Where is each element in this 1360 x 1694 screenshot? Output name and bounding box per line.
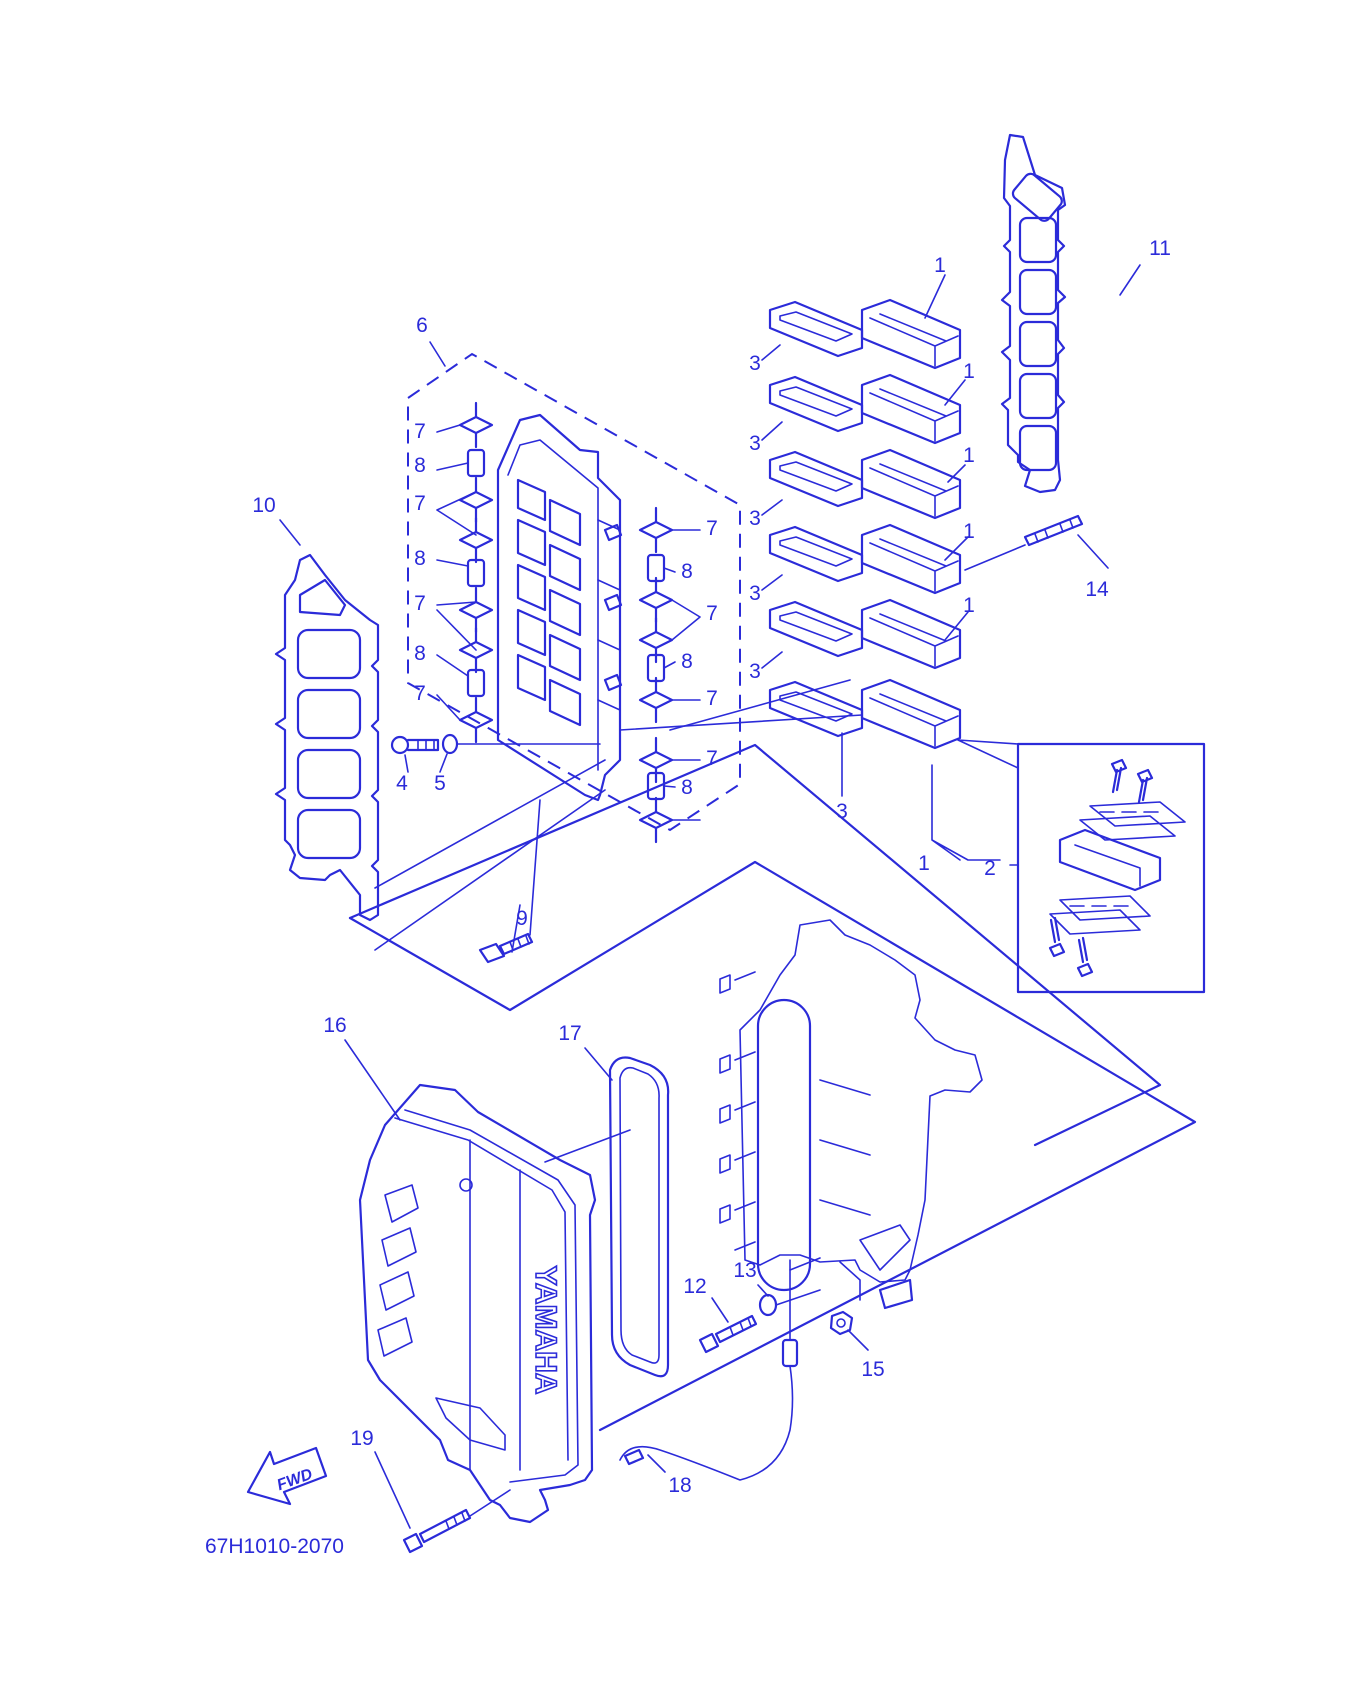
fwd-arrow-icon: FWD (246, 1446, 328, 1506)
callout-16: 16 (323, 1014, 346, 1037)
reed-valve-group (768, 298, 962, 750)
callout-5: 5 (434, 772, 446, 795)
callout-18: 18 (668, 1474, 691, 1497)
gasket-10 (274, 553, 380, 922)
callout-19: 19 (350, 1427, 373, 1450)
washer-5 (441, 733, 459, 755)
callout-12: 12 (683, 1275, 706, 1298)
callout-3a: 3 (749, 352, 761, 375)
callout-17: 17 (558, 1022, 581, 1045)
part-code: 67H1010-2070 (205, 1535, 344, 1558)
nut-15 (829, 1310, 854, 1336)
callout-7g: 7 (706, 687, 718, 710)
crankcase (719, 919, 983, 1310)
reed-gasket-3c (768, 450, 864, 508)
reed-valve-1b (860, 373, 962, 445)
callout-1b: 1 (963, 360, 975, 383)
seal-17 (608, 1056, 670, 1378)
callout-11: 11 (1149, 237, 1171, 260)
callout-3e: 3 (749, 660, 761, 683)
callout-7a: 7 (414, 420, 426, 443)
callout-8b: 8 (414, 547, 426, 570)
hose-18 (619, 1259, 799, 1481)
bolt-12 (698, 1314, 758, 1354)
washer-13 (758, 1293, 778, 1317)
callout-8f: 8 (681, 776, 693, 799)
callout-13: 13 (733, 1259, 756, 1282)
callout-7d: 7 (414, 682, 426, 705)
callout-labels: 1 1 1 1 1 1 1 2 3 3 3 3 3 3 4 5 6 7 7 7 … (252, 237, 1171, 1497)
fwd-label: FWD (275, 1466, 315, 1495)
callout-7b: 7 (414, 492, 426, 515)
callout-7h: 7 (706, 747, 718, 770)
reed-gasket-3b (768, 375, 864, 433)
cover-16: YAMAHA (358, 1083, 597, 1524)
fittings-left (458, 401, 494, 744)
callout-7f: 7 (706, 602, 718, 625)
reed-gasket-3a (768, 300, 864, 358)
callout-3c: 3 (749, 507, 761, 530)
bolt-4 (390, 735, 440, 755)
callout-7c: 7 (414, 592, 426, 615)
callout-3b: 3 (749, 432, 761, 455)
callout-8c: 8 (414, 642, 426, 665)
stud-14 (1023, 514, 1084, 547)
callout-8a: 8 (414, 454, 426, 477)
reed-valve-1d (860, 523, 962, 595)
callout-3f: 3 (836, 800, 848, 823)
callout-3d: 3 (749, 582, 761, 605)
callout-7e: 7 (706, 517, 718, 540)
reed-valve-1e (860, 598, 962, 670)
callout-1a: 1 (934, 254, 946, 277)
bolt-9 (478, 932, 534, 964)
callout-8d: 8 (681, 560, 693, 583)
callout-1e: 1 (963, 594, 975, 617)
callout-15: 15 (861, 1358, 884, 1381)
callout-10: 10 (252, 494, 275, 517)
leader-lines (279, 264, 1141, 1529)
callout-6: 6 (416, 314, 428, 337)
reed-gasket-3d (768, 525, 864, 583)
callout-4: 4 (396, 772, 408, 795)
reed-valve-1a (860, 298, 962, 370)
reed-valve-detail-box (1016, 742, 1206, 994)
reed-valve-1c (860, 448, 962, 520)
reed-gasket-3e (768, 600, 864, 658)
callout-1g: 1 (918, 852, 930, 875)
assembly-6-dashed (407, 352, 741, 832)
gasket-11 (1000, 133, 1067, 494)
callout-14: 14 (1085, 578, 1109, 601)
callout-1c: 1 (963, 444, 975, 467)
cover-brand-mark: YAMAHA (529, 1266, 562, 1395)
callout-8e: 8 (681, 650, 693, 673)
callout-9: 9 (516, 907, 528, 930)
reed-valve-1f (860, 678, 962, 750)
bolt-19 (402, 1508, 472, 1554)
assembly-plane-outline (348, 743, 1197, 1432)
callout-2: 2 (984, 857, 996, 880)
valve-seat-block (496, 413, 623, 802)
callout-1d: 1 (963, 520, 975, 543)
